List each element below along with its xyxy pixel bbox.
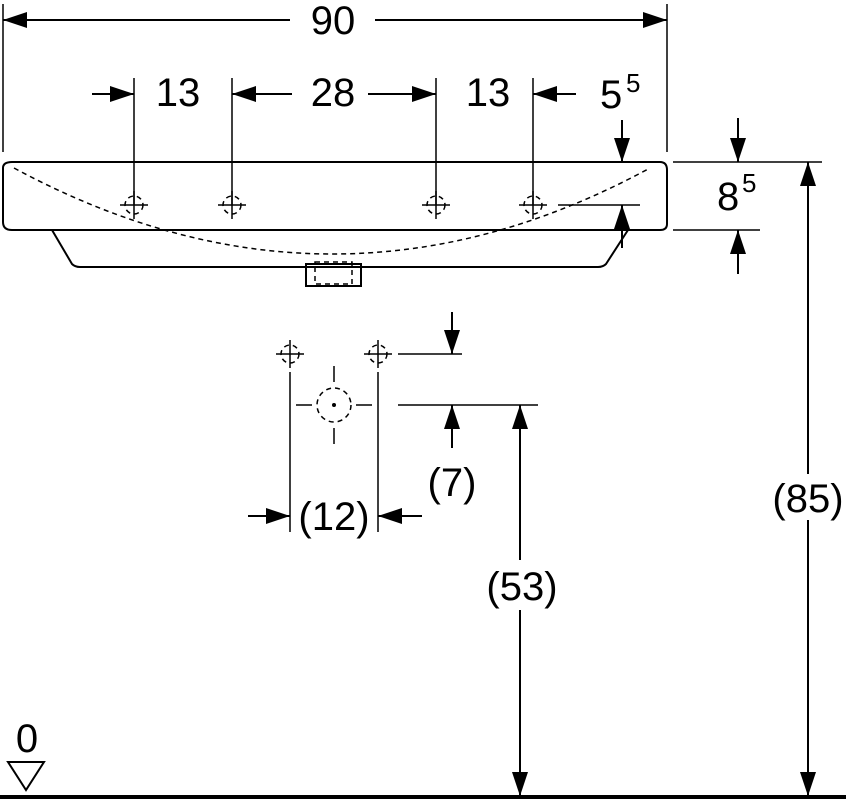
- drain-spacing-dimension: (12): [248, 495, 422, 539]
- total-width-label: 90: [311, 0, 356, 43]
- drain-point-icon: [296, 366, 372, 444]
- drain-height-dimension: (53): [486, 405, 558, 796]
- drain-spacing-label: (12): [298, 495, 369, 539]
- supply-point-left-icon: [276, 340, 304, 368]
- spacing-left-label: 13: [156, 71, 201, 115]
- tap-hole-2-icon: [218, 191, 246, 219]
- overall-height-dimension: (85): [772, 162, 844, 796]
- washbasin-front-view: [1, 161, 668, 287]
- drain-offset-dimension: (7): [398, 312, 538, 505]
- rim-height-superscript: 5: [742, 168, 756, 198]
- rim-height-label: 8: [717, 175, 739, 219]
- rim-height-dimension: 8 5: [673, 118, 822, 274]
- total-width-dimension: 90: [2, 0, 668, 152]
- edge-offset-label: 5: [600, 73, 622, 117]
- tap-hole-4-icon: [519, 191, 547, 219]
- wall-connection-points: [276, 340, 392, 532]
- drain-offset-label: (7): [428, 461, 477, 505]
- level-triangle-icon: [6, 761, 46, 792]
- spacing-middle-label: 28: [311, 71, 356, 115]
- tap-hole-1-icon: [120, 191, 148, 219]
- edge-offset-superscript: 5: [626, 68, 640, 98]
- supply-point-right-icon: [364, 340, 392, 368]
- tap-hole-3-icon: [422, 191, 450, 219]
- drain-height-label: (53): [486, 565, 557, 609]
- tap-holes: [120, 191, 547, 219]
- tap-spacing-dimensions: 13 28 13 5 5: [92, 68, 640, 248]
- floor-level: 0: [0, 717, 846, 799]
- overall-height-label: (85): [772, 477, 843, 521]
- spacing-right-label: 13: [466, 71, 511, 115]
- floor-level-label: 0: [16, 717, 38, 761]
